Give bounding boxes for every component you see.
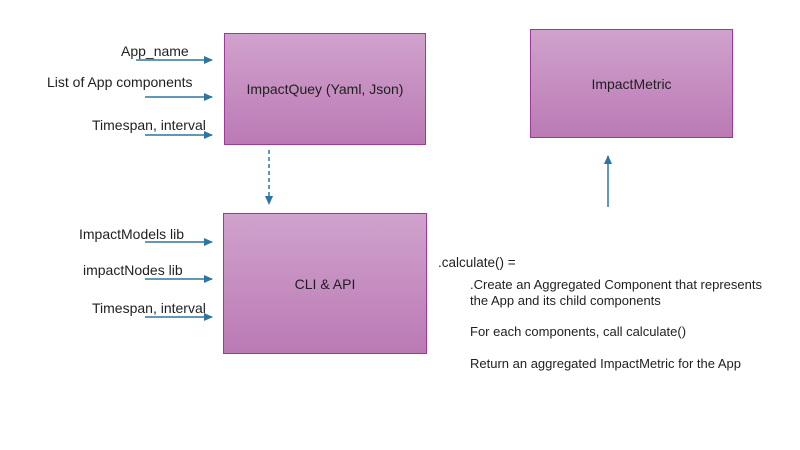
cli-api-box: CLI & API bbox=[223, 213, 427, 354]
input-label-impactnodes-lib: impactNodes lib bbox=[83, 262, 183, 278]
calculate-heading: .calculate() = bbox=[438, 255, 516, 270]
calculate-note-line-2: the App and its child components bbox=[470, 293, 661, 308]
input-label-impactmodels-lib: ImpactModels lib bbox=[79, 226, 185, 242]
cli-api-label: CLI & API bbox=[294, 275, 356, 292]
calculate-note-line-1: .Create an Aggregated Component that rep… bbox=[470, 277, 762, 292]
impact-query-box: ImpactQuey (Yaml, Json) bbox=[224, 33, 426, 145]
impact-metric-label: ImpactMetric bbox=[591, 75, 672, 92]
input-label-timespan-interval-top: Timespan, interval bbox=[92, 117, 206, 133]
impact-query-label: ImpactQuey (Yaml, Json) bbox=[246, 81, 404, 97]
input-label-list-of-app-components: List of App components bbox=[47, 74, 193, 90]
calculate-note-line-4: Return an aggregated ImpactMetric for th… bbox=[470, 356, 741, 371]
impact-metric-box: ImpactMetric bbox=[530, 29, 733, 138]
calculate-note-line-3: For each components, call calculate() bbox=[470, 324, 687, 339]
input-label-timespan-interval-bottom: Timespan, interval bbox=[92, 300, 206, 316]
input-label-app-name: App_name bbox=[121, 43, 189, 59]
